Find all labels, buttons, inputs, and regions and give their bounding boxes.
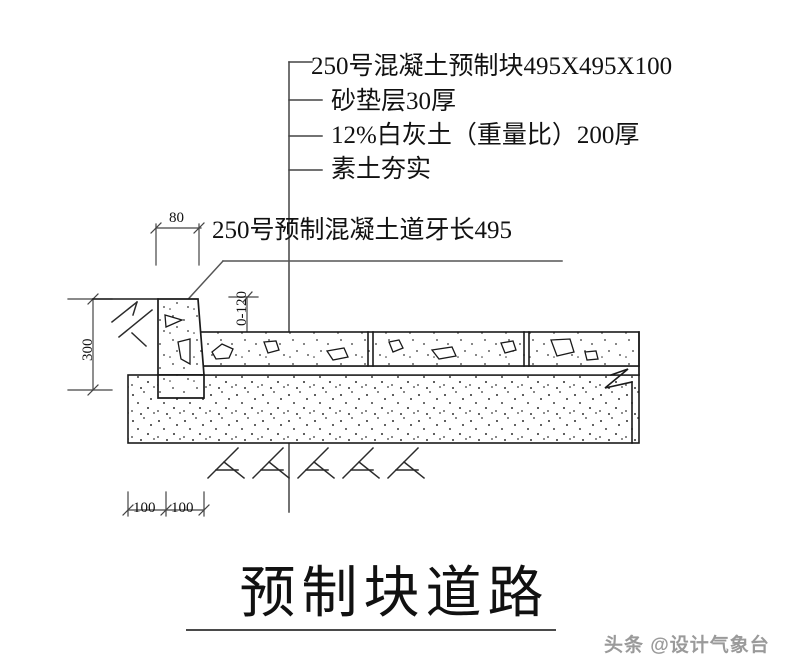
dimension-label-100-right: 100 <box>171 500 194 516</box>
watermark: 头条 @设计气象台 <box>604 635 770 656</box>
dimension-label-80: 80 <box>169 210 184 226</box>
earth-hatch-left <box>110 300 154 348</box>
drawing-lines <box>67 61 640 517</box>
curb-stone <box>157 298 205 399</box>
dimension-100-100 <box>122 491 210 517</box>
layer-callout-leader <box>288 61 323 513</box>
dimension-80 <box>150 222 205 266</box>
page-title: 预制块道路 <box>239 563 550 625</box>
layer-label-4: 素土夯实 <box>331 156 432 183</box>
dimension-label-300: 300 <box>80 338 96 362</box>
paver-course-layer <box>195 331 640 376</box>
break-line-right <box>604 331 640 444</box>
compacted-earth-hatch <box>206 446 426 480</box>
dimension-label-0-120: 0-120 <box>234 291 250 326</box>
aggregate-chips <box>211 338 599 361</box>
layer-label-2: 砂垫层30厚 <box>331 88 457 115</box>
dimension-label-100-left: 100 <box>133 500 156 516</box>
curb-callout-label: 250号预制混凝土道牙长495 <box>212 217 513 244</box>
layer-label-1: 250号混凝土预制块495X495X100 <box>311 53 673 80</box>
base-course-layer <box>127 374 640 444</box>
layer-label-3: 12%白灰土（重量比）200厚 <box>331 122 640 149</box>
title-underline <box>186 629 556 631</box>
